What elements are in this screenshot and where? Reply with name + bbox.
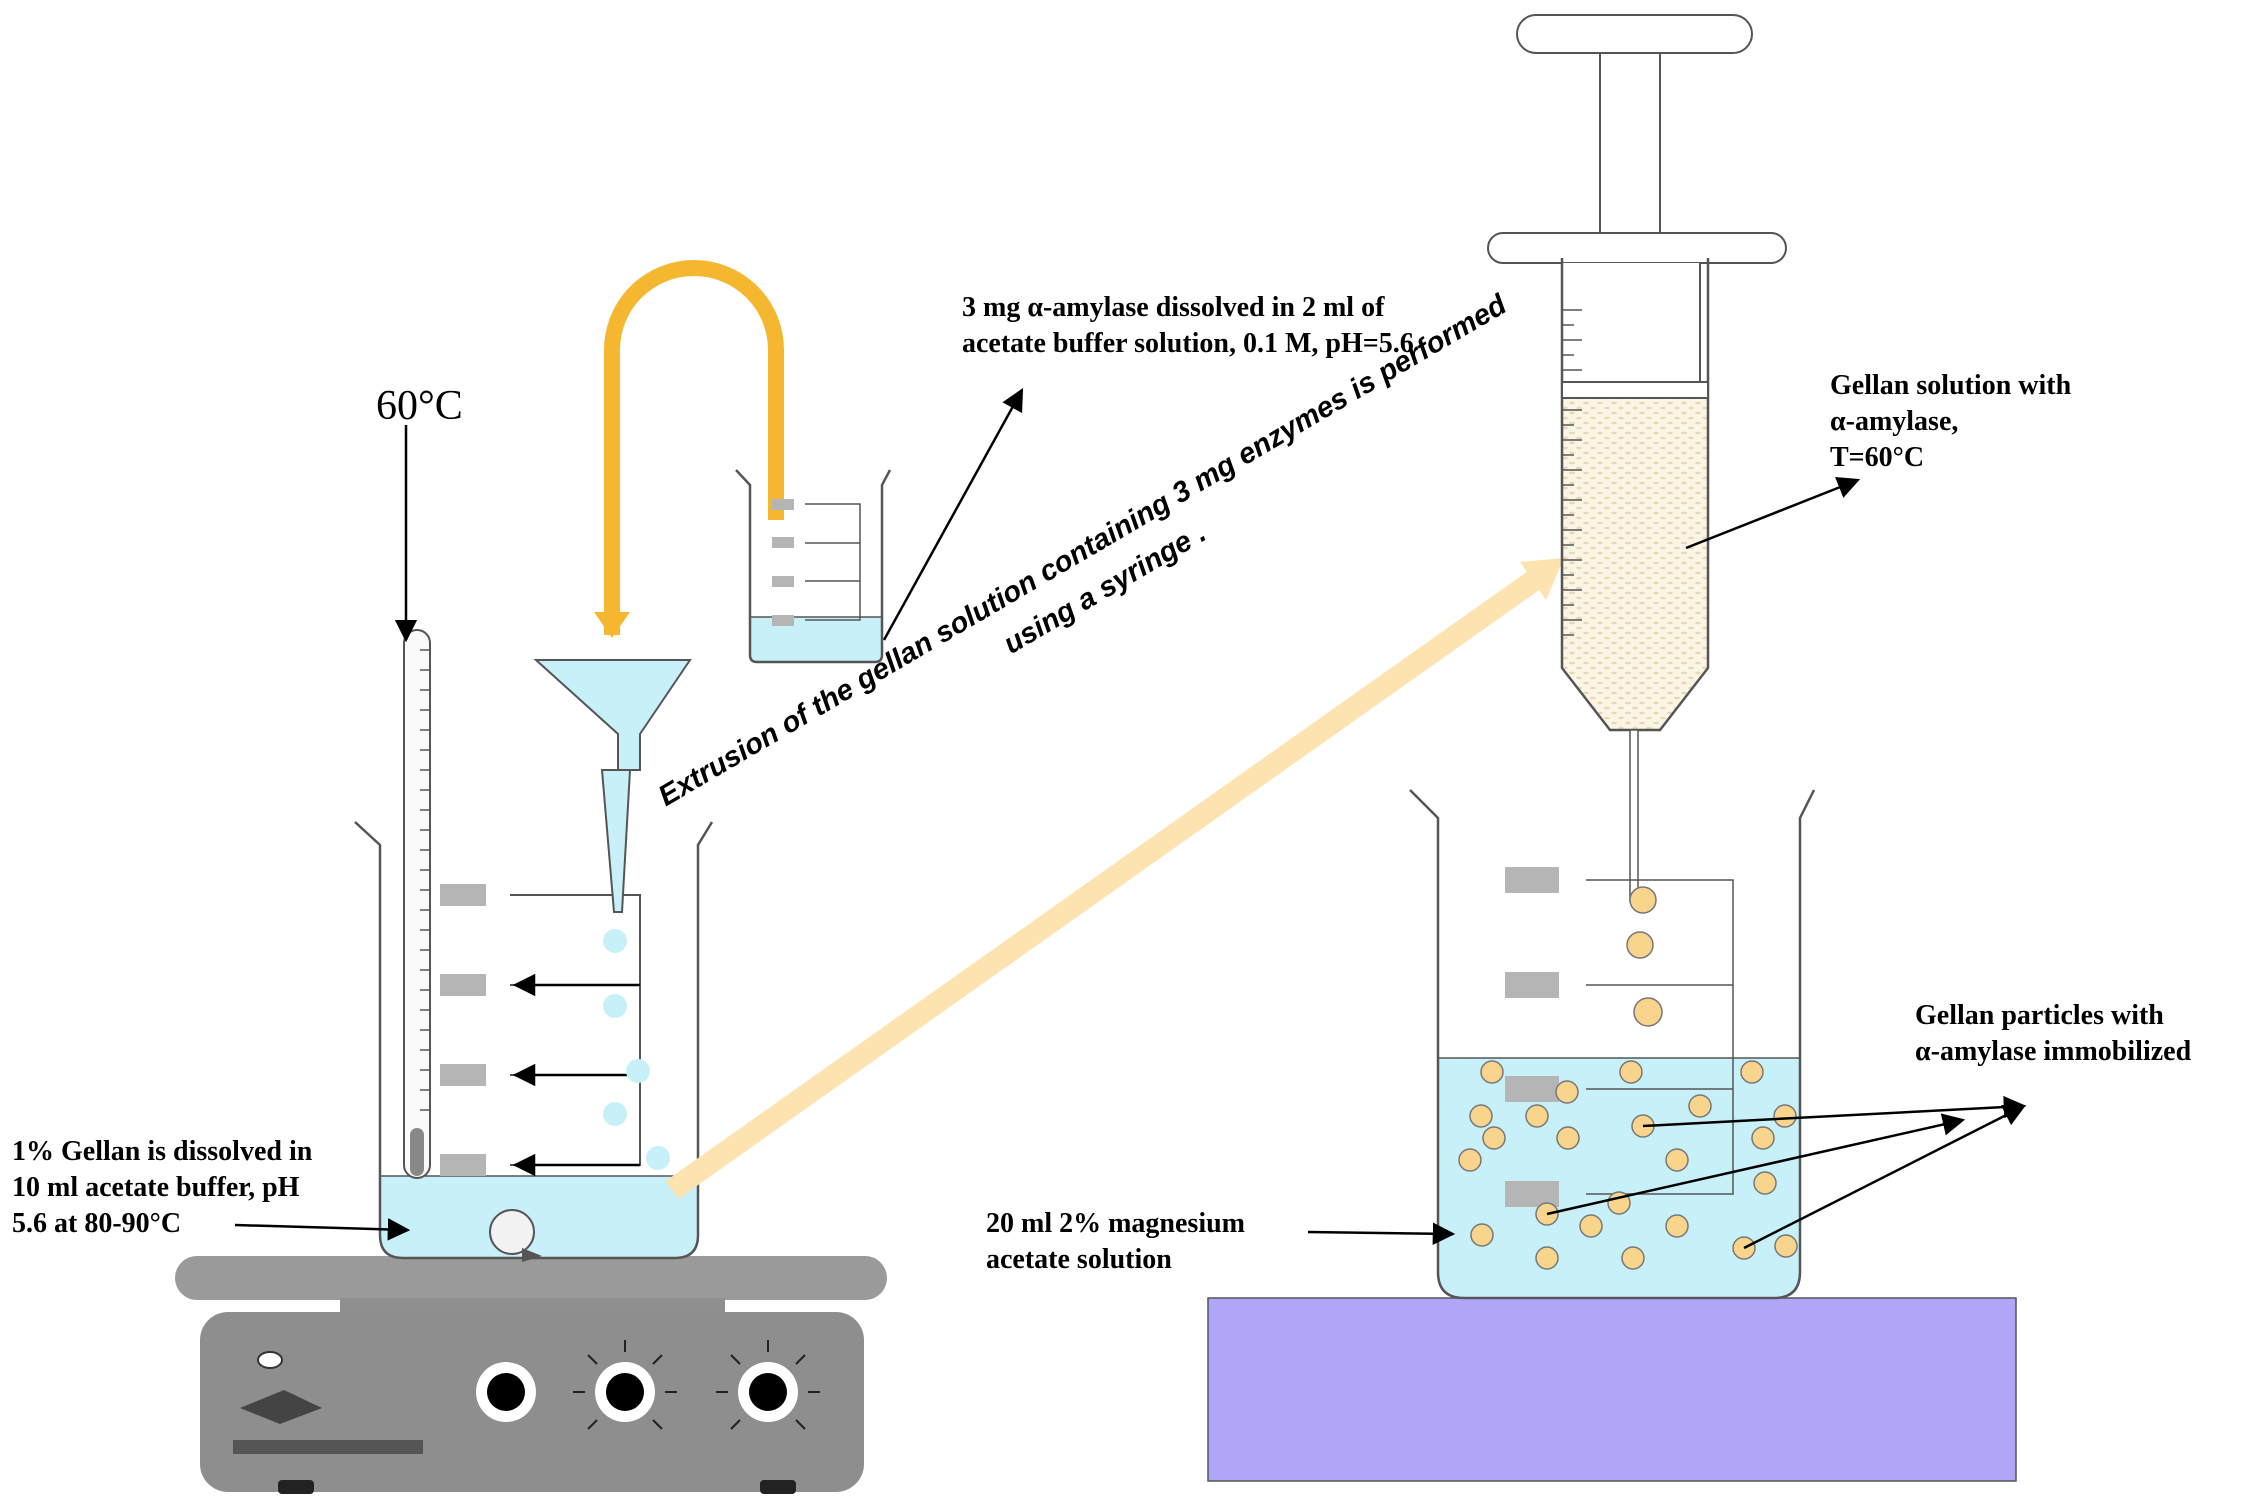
stir-bar-icon [489,1209,542,1262]
gellan-dissolved-arrow [234,1218,411,1241]
particle-arrows [1546,1095,2027,1250]
gellan-dissolved-label: 1% Gellan is dissolved in 10 ml acetate … [12,1136,313,1239]
platform [1207,1297,2017,1482]
right-beaker-icon [1207,789,2017,1482]
particles-label: Gellan particles with α-amylase immobili… [1915,1000,2192,1067]
transfer-tube [594,260,784,638]
gellan-droplets [603,929,670,1170]
knob-3-icon[interactable] [716,1340,820,1430]
enzyme-label-arrow [882,388,1024,641]
knob-2-icon[interactable] [573,1340,677,1430]
hot-plate-stirrer-icon [175,1256,887,1494]
temperature-label: 60°C [376,383,463,429]
gellan-liquid [380,1176,698,1258]
magnesium-arrow [1307,1222,1456,1245]
knob-1-icon[interactable] [476,1362,536,1422]
magnesium-liquid [1438,1058,1800,1298]
funnel-icon [533,659,692,913]
small-beaker-icon [735,469,892,664]
syringe-icon [1487,14,1787,903]
gellan-solution-label: Gellan solution with α-amylase, T=60°C [1830,370,2072,473]
enzyme-solution-label: 3 mg α-amylase dissolved in 2 ml of acet… [962,292,1414,359]
magnesium-label: 20 ml 2% magnesium acetate solution [986,1208,1245,1275]
gellan-beads [1458,886,1798,1270]
extrusion-band [665,558,1564,1199]
thermometer-icon [394,425,431,1179]
gellan-solution-arrow [1685,476,1861,550]
beaker-icon [354,821,714,1262]
